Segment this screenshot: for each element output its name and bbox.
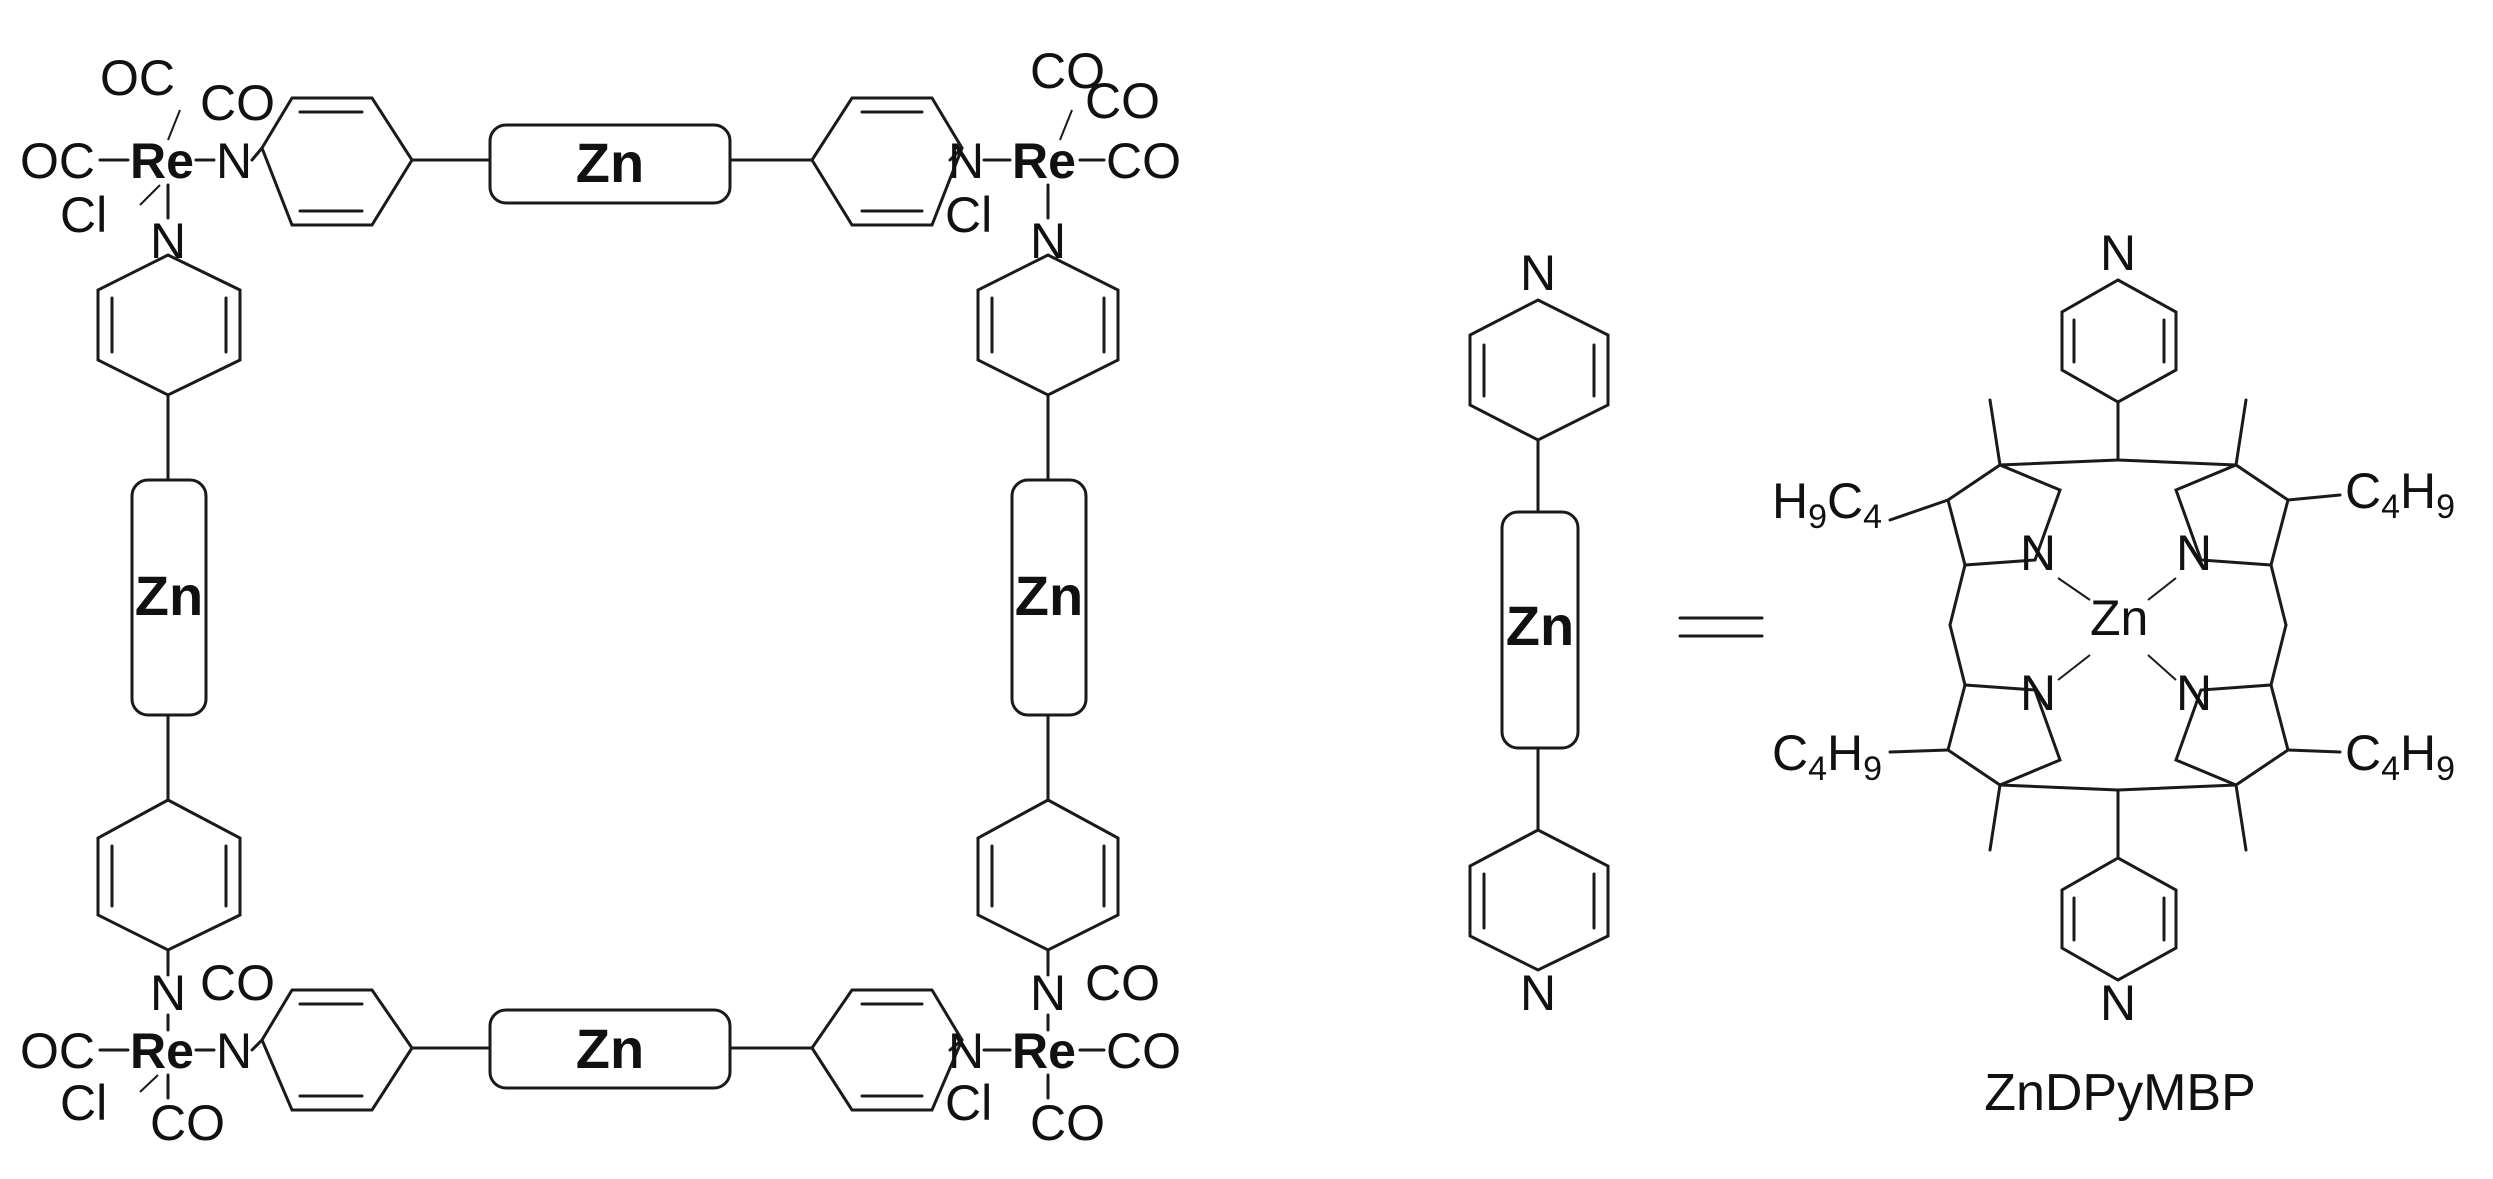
zn-label-right: Zn — [1015, 564, 1083, 627]
zn-box-top — [488, 123, 732, 205]
oc-label: OC — [20, 1023, 95, 1079]
n-label: N — [2100, 975, 2136, 1031]
n-label: N — [948, 133, 984, 189]
co-label: CO — [1030, 1095, 1105, 1151]
zn-center-label: Zn — [2090, 590, 2148, 646]
butyl-label-lower-right: C4H9 — [2345, 725, 2455, 788]
co-label: CO — [1106, 1023, 1181, 1079]
n-label: N — [1520, 245, 1556, 301]
cl-label: Cl — [945, 1075, 992, 1131]
co-label: CO — [1085, 955, 1160, 1011]
n-label: N — [948, 1023, 984, 1079]
co-label: CO — [1030, 43, 1105, 99]
re-label: Re — [1012, 1023, 1076, 1079]
n-label: N — [150, 213, 186, 269]
equals-sign — [1678, 616, 1764, 638]
butyl-label-upper-right: C4H9 — [2345, 463, 2455, 526]
re-corner-bottom-right: N CO N Re CO Cl CO — [945, 948, 1181, 1151]
n-label: N — [216, 1023, 252, 1079]
oc-label: OC — [100, 50, 175, 106]
oc-label: OC — [20, 133, 95, 189]
butyl-label-lower-left: C4H9 — [1772, 725, 1882, 788]
n-label: N — [2176, 665, 2212, 721]
n-label: N — [1030, 213, 1066, 269]
n-label: N — [1030, 965, 1066, 1021]
compound-caption: ZnDPyMBP — [1984, 1064, 2256, 1122]
re-label: Re — [130, 133, 194, 189]
molecular-square: Zn Zn Zn — [20, 43, 1181, 1151]
re-label: Re — [1012, 133, 1076, 189]
cl-label: Cl — [60, 1075, 107, 1131]
n-label: N — [2176, 525, 2212, 581]
zn-label-linker: Zn — [1506, 594, 1574, 657]
top-linker: Zn — [260, 96, 964, 227]
co-label: CO — [1085, 73, 1160, 129]
co-label: CO — [200, 75, 275, 131]
re-corner-top-right: CO CO N Re CO Cl N — [945, 43, 1181, 269]
butyl-label-upper-left: H9C4 — [1772, 473, 1882, 536]
n-label: N — [2020, 665, 2056, 721]
co-label: CO — [150, 1095, 225, 1151]
left-linker: Zn — [96, 253, 242, 952]
cl-label: Cl — [945, 187, 992, 243]
co-label: CO — [1106, 133, 1181, 189]
right-linker: Zn — [976, 253, 1120, 952]
bottom-linker: Zn — [260, 988, 964, 1112]
n-label: N — [150, 965, 186, 1021]
n-label: N — [1520, 965, 1556, 1021]
zn-label-bottom: Zn — [576, 1017, 644, 1080]
zn-label-top: Zn — [576, 131, 644, 194]
zn-label-left: Zn — [135, 564, 203, 627]
n-label: N — [2100, 225, 2136, 281]
dipyridyl-linker: N Zn N — [1468, 245, 1610, 1021]
zn-porphyrin: N N N N — [1772, 225, 2455, 1122]
re-corner-bottom-left: N CO OC Re N Cl CO — [20, 948, 275, 1151]
cl-label: Cl — [60, 187, 107, 243]
re-corner-top-left: OC CO OC Re N Cl N — [20, 50, 275, 269]
co-label: CO — [200, 955, 275, 1011]
re-label: Re — [130, 1023, 194, 1079]
n-label: N — [2020, 525, 2056, 581]
n-label: N — [216, 133, 252, 189]
zn-box-linker — [1500, 510, 1580, 750]
